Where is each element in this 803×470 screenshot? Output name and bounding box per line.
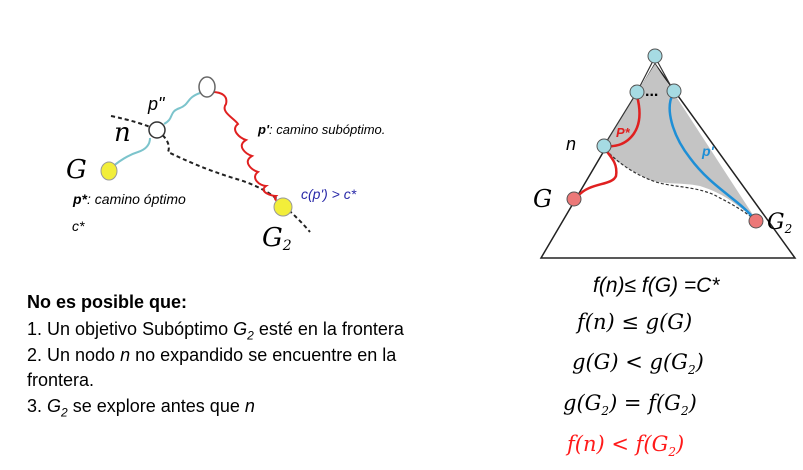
statement-3-g: G — [47, 396, 62, 416]
label-p2: p" — [147, 94, 166, 114]
label-g2-left-sub: 2 — [282, 238, 292, 254]
label-g2-left: G2 — [262, 223, 292, 254]
label-g2-right-sub: 2 — [784, 222, 793, 236]
suboptimal-path-wavy — [211, 91, 283, 205]
inequality-3-a: g(G — [563, 391, 602, 415]
statement-1-suffix: esté en la frontera — [253, 319, 404, 339]
inequality-4-sub: 2 — [668, 445, 677, 460]
node-g2-right — [748, 213, 764, 229]
statement-3-a: 3. — [27, 396, 48, 416]
right-search-tree-diagram: ... n P* p' G G2 — [533, 48, 797, 259]
heading-text: No es posible que: — [27, 292, 188, 312]
label-n-right: n — [566, 134, 576, 154]
inequality-3-c: ) — [688, 391, 697, 415]
node-g2 — [273, 197, 293, 217]
teal-path-g-to-n — [110, 137, 151, 169]
tree-ellipsis: ... — [645, 83, 658, 100]
statement-2-b: no expandido se encuentre en la — [130, 345, 397, 365]
label-g2-right-letter: G — [767, 210, 785, 235]
node-top-right — [666, 83, 682, 99]
statement-1: 1. Un objetivo Subóptimo G2 esté en la f… — [27, 318, 404, 347]
label-cstar: c* — [72, 218, 85, 234]
inequality-3-sub2: 2 — [680, 404, 689, 419]
label-g-right: G — [533, 185, 552, 213]
label-cost-compare: c(p') > c* — [301, 186, 357, 202]
inequality-3: g(G2) = f(G2) — [563, 391, 697, 418]
statement-2: 2. Un nodo n no expandido se encuentre e… — [27, 344, 396, 366]
frontier-boundary — [605, 149, 756, 221]
node-n — [148, 121, 166, 139]
inequality-1-text: f(n) ≤ g(G) — [577, 310, 693, 334]
optimal-path-red-to-g — [577, 147, 618, 197]
statement-1-prefix: 1. Un objetivo Subóptimo — [27, 319, 234, 339]
node-root — [647, 48, 663, 64]
label-g-left: G — [66, 155, 87, 185]
statements-heading: No es posible que: — [27, 291, 187, 313]
inequality-title: f(n)≤ f(G) =C* — [593, 274, 720, 297]
label-g2-left-letter: G — [262, 223, 283, 253]
label-pstar-right: P* — [616, 125, 631, 140]
inequality-4: f(n) < f(G2) — [567, 432, 684, 459]
label-pprime-right: p' — [701, 143, 715, 159]
statement-2-c: frontera. — [27, 370, 95, 390]
label-pprime-symbol: p' — [257, 122, 270, 137]
statement-2-a: 2. Un nodo — [27, 345, 121, 365]
inequality-4-a: f(n) < f(G — [567, 432, 669, 456]
statement-2-n: n — [120, 345, 131, 365]
label-pprime: p': camino subóptimo. — [257, 122, 385, 137]
inequality-3-b: ) = f(G — [609, 391, 681, 415]
label-pprime-description: : camino subóptimo. — [269, 122, 385, 137]
label-g2-right: G2 — [767, 210, 792, 236]
label-pstar-description: : camino óptimo — [87, 191, 186, 207]
inequality-3-sub: 2 — [601, 404, 610, 419]
inequality-4-b: ) — [676, 432, 685, 456]
statement-3-b: se explore antes que — [67, 396, 245, 416]
edge-left-to-n — [604, 91, 638, 145]
statement-1-sub: 2 — [247, 328, 254, 343]
label-pstar: p*: camino óptimo — [72, 191, 186, 207]
inequality-2-b: ) — [695, 350, 704, 374]
teal-path-n-to-p2 — [163, 92, 201, 125]
statement-3: 3. G2 se explore antes que n — [27, 395, 255, 424]
node-n-right — [596, 138, 612, 154]
node-top-left — [629, 84, 645, 100]
inequality-1: f(n) ≤ g(G) — [577, 310, 692, 334]
label-pstar-symbol: p* — [72, 191, 88, 207]
statement-1-g: G — [233, 319, 248, 339]
inequality-2-a: g(G) < g(G — [572, 350, 688, 374]
statement-3-sub: 2 — [61, 405, 68, 420]
statement-3-n: n — [244, 396, 255, 416]
suboptimal-path-blue — [668, 93, 756, 221]
inequality-2-sub: 2 — [687, 363, 696, 378]
statement-2-cont: frontera. — [27, 369, 94, 391]
node-p2 — [198, 76, 216, 98]
inequality-2: g(G) < g(G2) — [572, 350, 704, 377]
label-n-left: n — [114, 118, 131, 148]
node-g — [100, 161, 118, 181]
left-search-diagram: p" n G p*: camino óptimo c* p': camino s… — [66, 76, 385, 254]
node-g-right — [566, 191, 582, 207]
